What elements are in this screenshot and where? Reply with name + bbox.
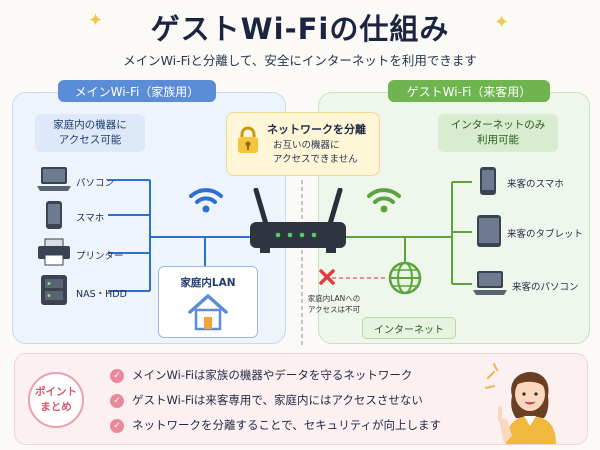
nas-icon xyxy=(41,275,67,305)
laptop-icon xyxy=(37,167,71,191)
guest-wifi-icon xyxy=(367,188,401,213)
home-lan-box: 家庭内LAN xyxy=(158,266,258,338)
separation-note: ネットワークを分離 お互いの機器に アクセスできません xyxy=(226,112,380,176)
main-device-label-1: パソコン xyxy=(76,178,115,189)
page-title: ゲストWi-Fiの仕組み xyxy=(150,12,450,46)
sparkle-icon-right: ✦ xyxy=(494,12,510,33)
point-item-2: ✓ ゲストWi-Fiは来客専用で、家庭内にはアクセスさせない xyxy=(110,392,423,408)
guest-wifi-tab: ゲストWi-Fi（来客用） xyxy=(388,80,550,102)
separation-line1: お互いの機器に xyxy=(273,140,340,151)
no-access-line1: 家庭内LANへの xyxy=(307,294,361,303)
guest-device-label-3: 来客のパソコン xyxy=(512,282,579,293)
lock-icon xyxy=(238,126,258,153)
points-badge: ポイント まとめ xyxy=(28,372,84,428)
check-icon: ✓ xyxy=(110,393,124,408)
internet-label: インターネット xyxy=(362,317,456,339)
guest-wifi-description: インターネットのみ 利用可能 xyxy=(438,114,558,152)
page-subtitle: メインWi-Fiと分離して、安全にインターネットを利用できます xyxy=(123,53,477,68)
no-access-note: 家庭内LANへの アクセスは不可 xyxy=(302,293,366,315)
guest-smartphone-icon xyxy=(480,167,496,195)
points-section xyxy=(14,353,588,445)
sparkle-icon-left: ✦ xyxy=(88,10,104,31)
main-device-label-2: スマホ xyxy=(76,213,105,224)
router-icon xyxy=(250,188,346,253)
point-item-1: ✓ メインWi-Fiは家族の機器やデータを守るネットワーク xyxy=(110,367,412,383)
check-icon: ✓ xyxy=(110,418,124,433)
separation-desc: お互いの機器に アクセスできません xyxy=(273,139,358,167)
main-wifi-icon xyxy=(189,188,223,213)
points-badge-line1: ポイント xyxy=(35,386,77,398)
globe-icon xyxy=(388,261,422,295)
main-desc-line1: 家庭内の機器に xyxy=(53,119,127,131)
blocked-x-icon xyxy=(319,269,335,285)
check-icon: ✓ xyxy=(110,368,124,383)
printer-icon xyxy=(38,238,70,266)
house-icon xyxy=(188,294,228,331)
main-desc-line2: アクセス可能 xyxy=(58,134,122,146)
guest-device-label-2: 来客のタブレット xyxy=(507,229,584,240)
guest-laptop-icon xyxy=(473,271,507,295)
guest-device-label-1: 来客のスマホ xyxy=(507,179,564,190)
home-lan-label: 家庭内LAN xyxy=(180,277,236,289)
main-wifi-description: 家庭内の機器に アクセス可能 xyxy=(35,114,145,152)
no-access-line2: アクセスは不可 xyxy=(307,305,361,314)
points-badge-line2: まとめ xyxy=(40,401,72,413)
main-wifi-tab: メインWi-Fi（家族用） xyxy=(58,80,216,102)
point-item-3: ✓ ネットワークを分離することで、セキュリティが向上します xyxy=(110,417,441,433)
separation-line2: アクセスできません xyxy=(273,154,358,165)
point-text-3: ネットワークを分離することで、セキュリティが向上します xyxy=(132,418,442,432)
point-text-1: メインWi-Fiは家族の機器やデータを守るネットワーク xyxy=(132,368,413,382)
guest-desc-line1: インターネットのみ xyxy=(450,119,546,131)
woman-illustration xyxy=(485,363,556,444)
smartphone-icon xyxy=(46,201,62,229)
separation-title: ネットワークを分離 xyxy=(267,123,366,136)
point-text-2: ゲストWi-Fiは来客専用で、家庭内にはアクセスさせない xyxy=(132,393,423,407)
main-device-label-3: プリンター xyxy=(76,251,124,262)
guest-desc-line2: 利用可能 xyxy=(477,134,519,146)
main-device-label-4: NAS・HDD xyxy=(76,289,127,300)
tablet-icon xyxy=(477,215,501,247)
